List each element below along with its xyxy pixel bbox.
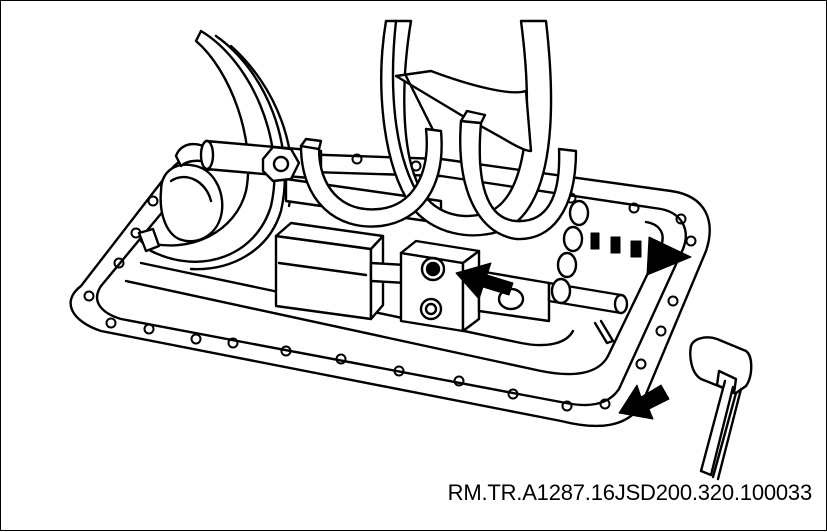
bolt-icon [419, 256, 446, 321]
direction-arrow-icon [455, 262, 514, 300]
oil-level-sensor-icon [689, 336, 753, 481]
flange-bolt-holes [83, 153, 697, 412]
hex-nut [261, 145, 301, 183]
dashed-movement-arrow-icon [590, 232, 692, 276]
left-drum-hub [159, 163, 224, 243]
flange-direction-arrow-icon [618, 384, 670, 420]
oil-pan-recess [124, 220, 664, 376]
center-drum-rim [391, 19, 423, 201]
hex-nut-center [272, 155, 290, 173]
front-u-ring-left-tip [299, 137, 323, 151]
right-u-ring-top [459, 109, 487, 125]
valve-block-left-groove [277, 261, 368, 277]
left-drum-tab [137, 227, 161, 253]
center-drum-cone [394, 69, 533, 153]
valve-block-left [274, 234, 373, 321]
spool-lands [550, 199, 590, 305]
oil-pan-recess-edge [139, 261, 575, 347]
spool-shaft-end [613, 293, 629, 315]
front-u-ring [299, 127, 443, 228]
shaft-end-left [199, 139, 215, 171]
spool-pin [593, 319, 615, 345]
left-drum-hub-shade [169, 175, 213, 203]
left-clutch-drum-rim [189, 34, 286, 271]
reference-code: RM.TR.A1287.16JSD200.320.100033 [447, 480, 813, 505]
right-u-ring [459, 119, 578, 241]
